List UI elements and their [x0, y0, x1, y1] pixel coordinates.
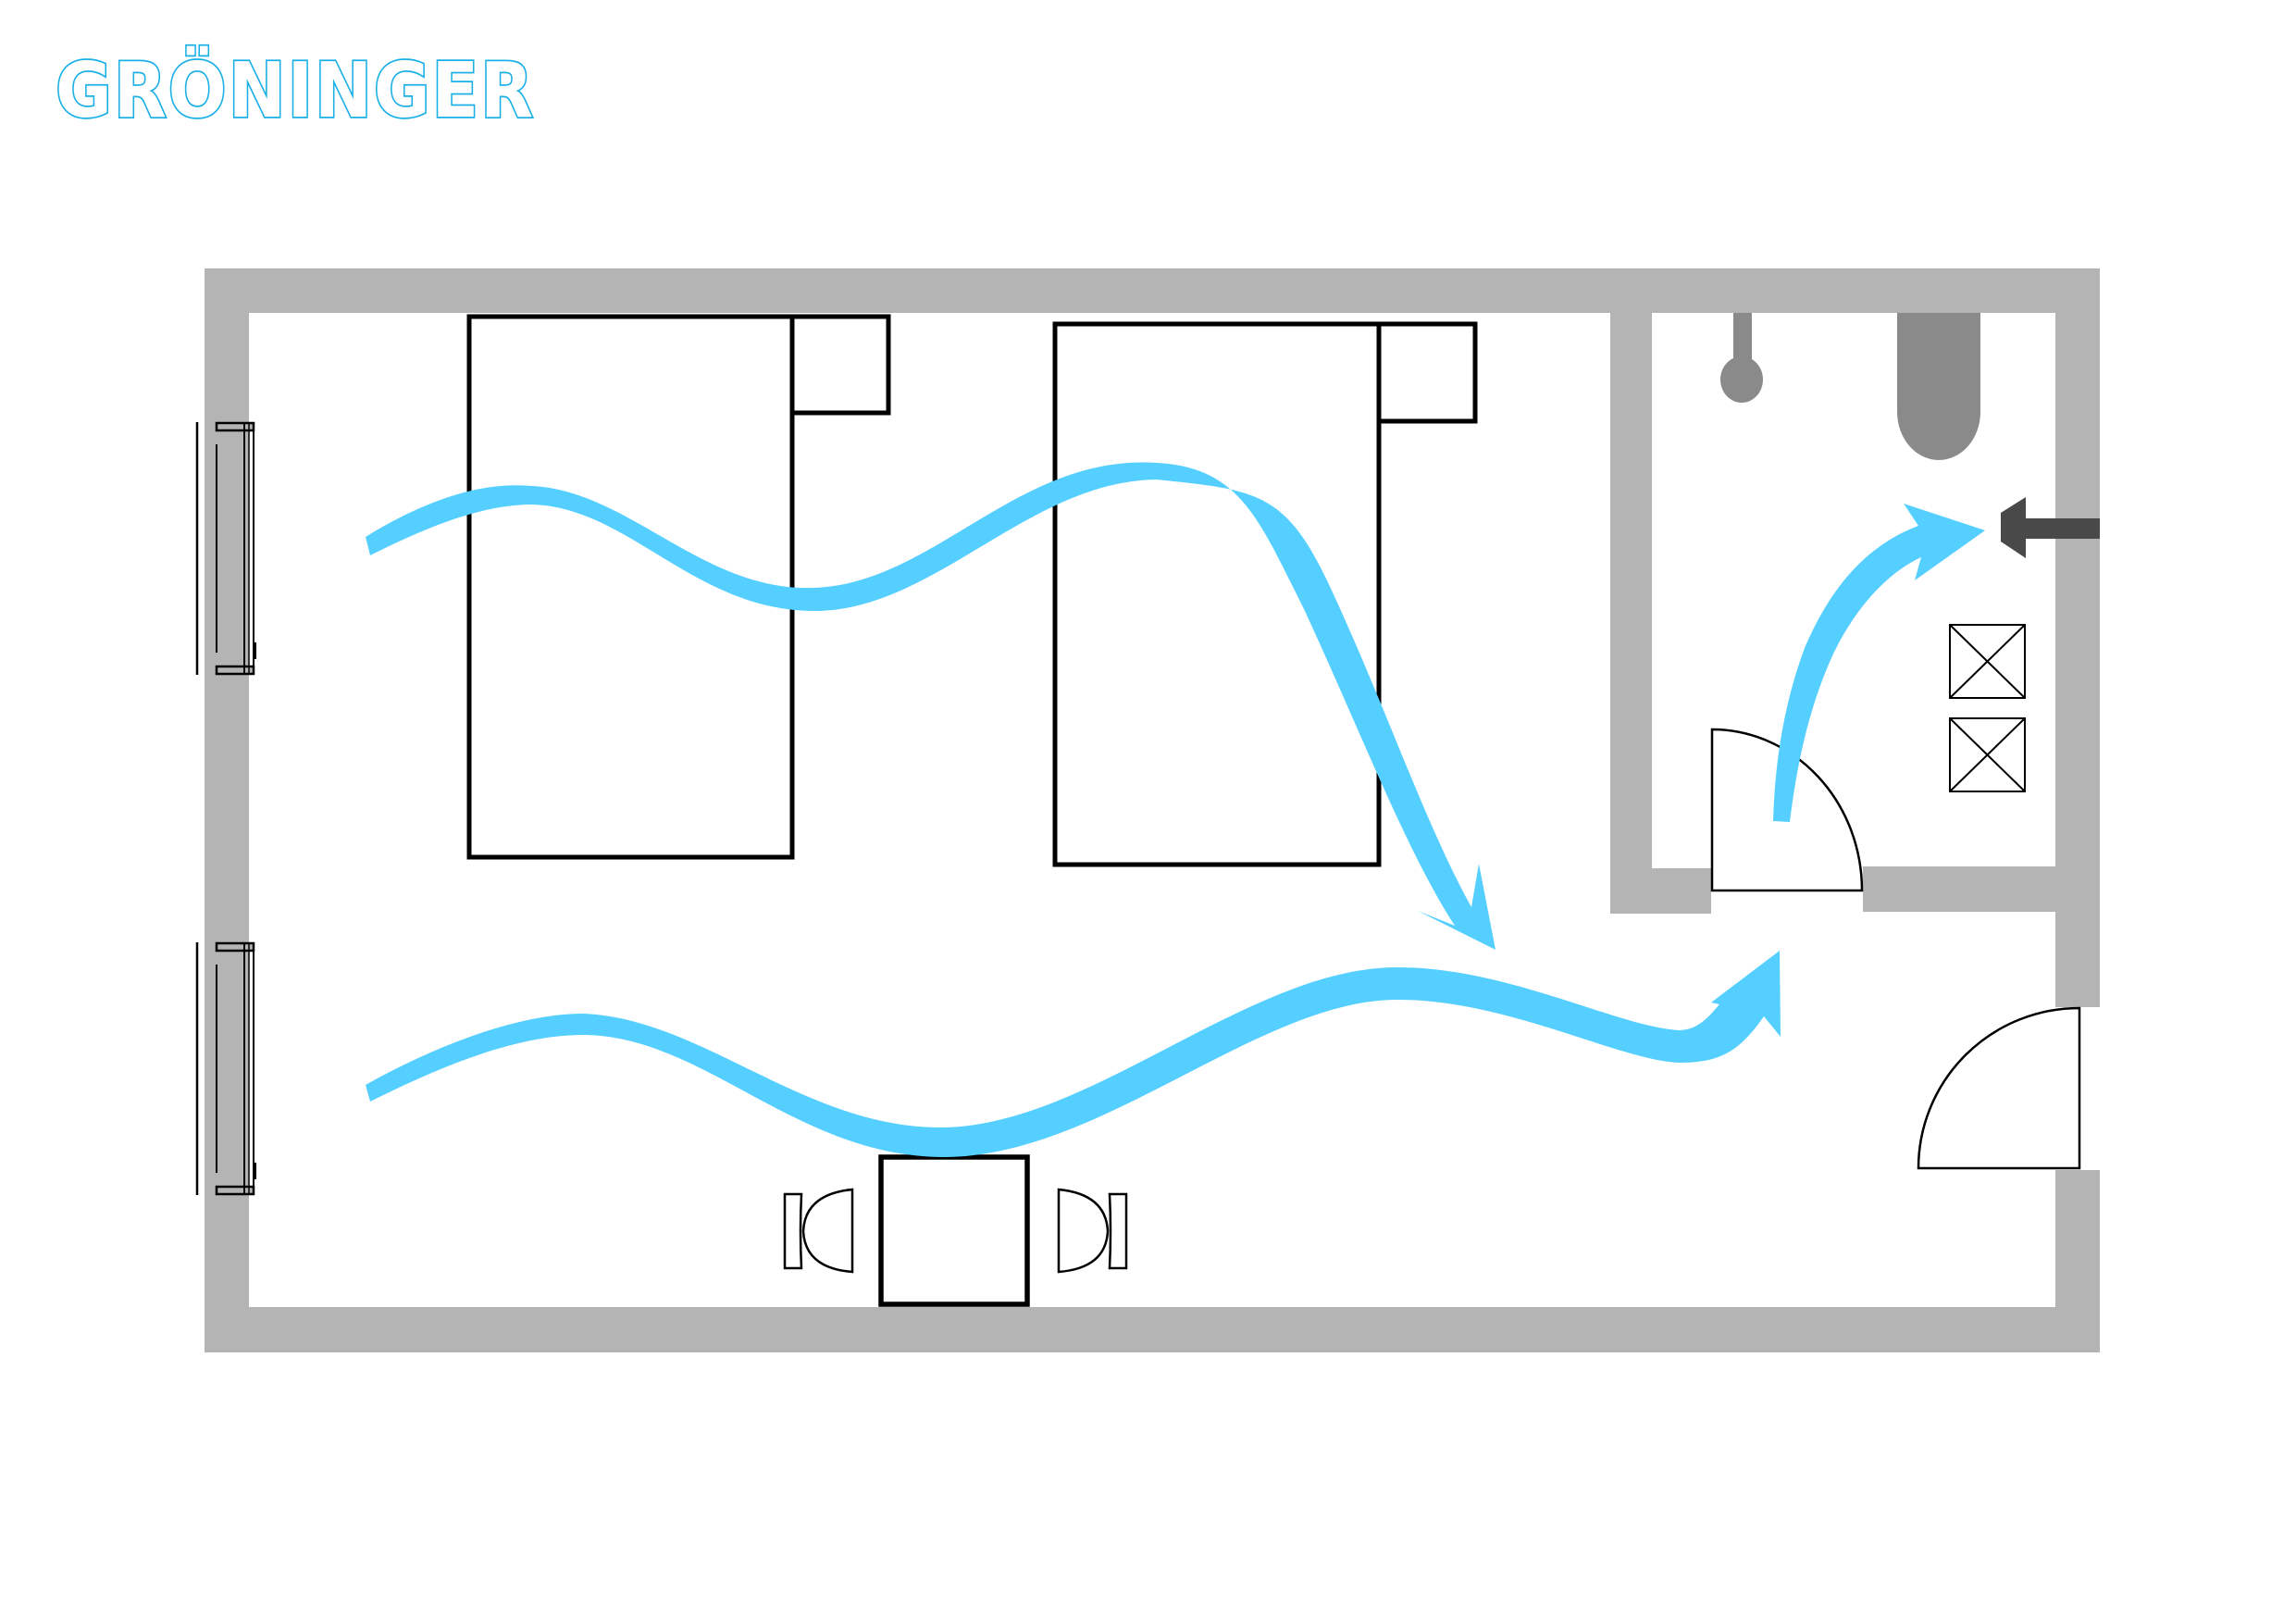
brand-logo: GRÖNINGER [54, 44, 535, 137]
airflow-arrows [366, 462, 1985, 1157]
airflow-bathroom-icon [1773, 504, 1985, 822]
chair-right [1057, 1188, 1128, 1274]
fan-icon [2001, 497, 2026, 558]
bathroom-cabinets [1949, 624, 2026, 792]
wall-left [205, 268, 249, 1352]
nightstand-1 [789, 314, 891, 416]
entrance-door[interactable] [1917, 1006, 2081, 1170]
wall-bathroom-bottom-left [1610, 868, 1711, 914]
shower-pipe [1733, 313, 1752, 368]
wall-bathroom-left [1610, 313, 1652, 868]
fan-duct [2026, 518, 2100, 539]
wall-bathroom-bottom-right [1863, 866, 2055, 912]
nightstand-2 [1376, 321, 1478, 424]
wall-bottom [205, 1307, 2100, 1352]
wall-right-upper [2055, 268, 2100, 1007]
wall-top [205, 268, 2100, 313]
airflow-upper-icon [366, 462, 1496, 950]
chair-left [783, 1188, 854, 1274]
shower [1720, 313, 1763, 403]
cabinet-1 [1949, 624, 2026, 699]
table [878, 1154, 1030, 1307]
walls [205, 268, 2100, 1352]
window-bottom [195, 941, 256, 1196]
cabinet-2 [1949, 717, 2026, 792]
bed-1 [466, 314, 891, 860]
exhaust-fan [2001, 497, 2100, 558]
dining-set [783, 1154, 1128, 1307]
window-top [195, 421, 256, 676]
wall-right-lower [2055, 1170, 2100, 1352]
shower-head-icon [1720, 356, 1763, 403]
airflow-lower-icon [366, 951, 1781, 1157]
toilet-icon [1897, 313, 1980, 460]
brand-name: GRÖNINGER [56, 46, 535, 135]
